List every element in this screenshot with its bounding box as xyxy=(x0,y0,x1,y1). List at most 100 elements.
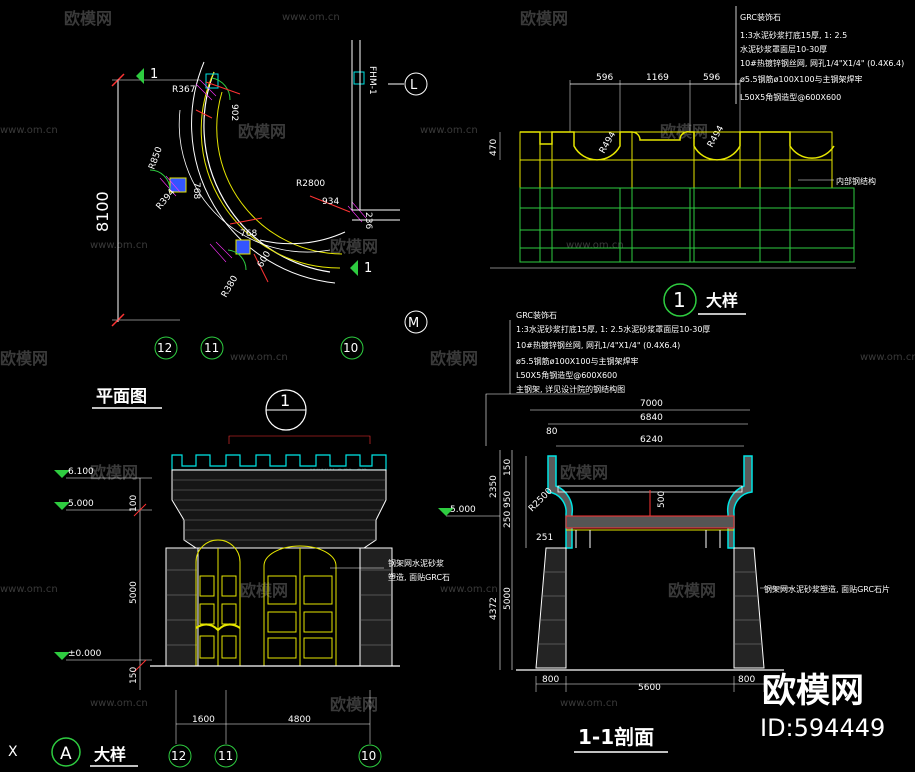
corner-watermark: 欧模网 ID:594449 xyxy=(760,671,885,742)
watermark-url: www.om.cn xyxy=(0,584,58,595)
pier-block xyxy=(235,239,251,255)
watermark-brand: 欧模网 xyxy=(238,122,286,141)
watermark-url: www.om.cn xyxy=(420,125,478,136)
section-note: ø5.5钢筋ø100X100与主钢架焊牢 xyxy=(516,356,639,366)
section-bottom-dim: 5600 xyxy=(638,683,661,693)
plan-dim-label: 768 xyxy=(240,229,257,239)
plan-dim-label: 236 xyxy=(363,212,373,229)
axis-bubble: 10 xyxy=(340,336,364,360)
section-left-dim: 2350 xyxy=(489,475,499,498)
axis-bubble-M: M xyxy=(404,310,428,334)
section-note: 1:3水泥砂浆打底15厚, 1: 2.5水泥砂浆罩面层10-30厚 xyxy=(516,324,710,334)
section-left-dim: 4372 xyxy=(489,597,499,620)
axis-bubble: 11 xyxy=(214,744,238,768)
watermark-brand: 欧模网 xyxy=(330,695,378,714)
plan-height-dim: 8100 xyxy=(93,191,112,232)
section-cut-marker: 1 xyxy=(350,260,372,276)
elevation-hdim: 1600 xyxy=(192,715,215,725)
detail-note: 10#热镀锌钢丝网, 网孔1/4"X1/4" (0.4X6.4) xyxy=(740,58,904,68)
section-dim-251: 251 xyxy=(536,533,553,543)
detail-top-dim: 596 xyxy=(596,73,613,83)
svg-text:12: 12 xyxy=(157,341,172,355)
level-marker: 5.000 xyxy=(54,499,152,511)
elevation-callout: 1 xyxy=(280,391,290,410)
watermark-brand: 欧模网 xyxy=(430,349,478,368)
section-note: 主钢架, 详见设计院的钢结构图 xyxy=(516,384,625,394)
svg-text:±0.000: ±0.000 xyxy=(68,649,102,659)
elevation-vdim: 100 xyxy=(129,495,139,512)
plan-dim-label: 768 xyxy=(191,182,201,199)
section-title: 1-1剖面 xyxy=(578,725,654,749)
svg-text:5.000: 5.000 xyxy=(450,505,476,515)
elevation-title: 大样 xyxy=(94,745,126,764)
plan-dim-label: 600 xyxy=(256,249,273,269)
corner-brand: 欧模网 xyxy=(762,671,864,711)
svg-text:10: 10 xyxy=(343,341,358,355)
section-top-dim: 6240 xyxy=(640,435,663,445)
watermark-brand: 欧模网 xyxy=(64,9,112,28)
section-left-dim: 150 xyxy=(503,459,513,476)
section-side-note: 钢架网水泥砂浆塑造, 面贴GRC石片 xyxy=(764,584,890,594)
level-marker: 6.100 xyxy=(54,467,152,479)
detail-note: ø5.5钢筋ø100X100与主钢架焊牢 xyxy=(740,74,863,84)
watermark-brand: 欧模网 xyxy=(90,463,138,482)
axis-bubble: 12 xyxy=(168,744,192,768)
axis-bubble: 12 xyxy=(154,336,178,360)
svg-text:6.100: 6.100 xyxy=(68,467,94,477)
section-left-dim: 250 xyxy=(503,511,513,528)
detail-1-view: GRC装饰石 1:3水泥砂浆打底15厚, 1: 2.5 水泥砂浆罩面层10-30… xyxy=(489,6,904,317)
svg-text:5.000: 5.000 xyxy=(68,499,94,509)
elevation-note: 塑造, 面贴GRC石 xyxy=(388,572,450,582)
plan-radius-label: R380 xyxy=(220,274,241,300)
elevation-view: 1 xyxy=(8,389,450,768)
elevation-vdim: 150 xyxy=(129,667,139,684)
elevation-hdim: 4800 xyxy=(288,715,311,725)
level-marker: ±0.000 xyxy=(54,649,152,661)
section-top-dim: 6840 xyxy=(640,413,663,423)
ucs-x-icon: X xyxy=(8,744,18,760)
axis-bubble: 11 xyxy=(200,336,224,360)
watermark-url: www.om.cn xyxy=(0,125,58,136)
section-note: L50X5角钢造型@600X600 xyxy=(516,370,617,380)
watermark-url: www.om.cn xyxy=(566,240,624,251)
watermark-url: www.om.cn xyxy=(282,12,340,23)
detail-top-dim: 1169 xyxy=(646,73,669,83)
detail-note: 水泥砂浆罩面层10-30厚 xyxy=(740,44,827,54)
section-top-dim: 7000 xyxy=(640,399,663,409)
watermark-brand: 欧模网 xyxy=(0,349,48,368)
section-note: GRC装饰石 xyxy=(516,310,557,320)
section-dim-500: 500 xyxy=(657,491,667,508)
watermark-url: www.om.cn xyxy=(230,352,288,363)
detail-inner-note: 内部钢结构 xyxy=(836,176,876,186)
detail-note: GRC装饰石 xyxy=(740,12,781,22)
watermark-brand: 欧模网 xyxy=(330,237,378,256)
plan-title: 平面图 xyxy=(96,387,147,407)
detail-radius: R494 xyxy=(706,124,727,150)
section-dim-80: 80 xyxy=(546,427,558,437)
svg-text:11: 11 xyxy=(204,341,219,355)
svg-text:10: 10 xyxy=(361,749,376,763)
svg-text:M: M xyxy=(408,316,419,331)
corner-id: ID:594449 xyxy=(760,714,885,742)
section-cut-marker: 1 xyxy=(136,67,158,84)
watermark-url: www.om.cn xyxy=(860,352,915,363)
watermark-url: www.om.cn xyxy=(560,698,618,709)
pier-block xyxy=(169,177,187,193)
detail-note: 1:3水泥砂浆打底15厚, 1: 2.5 xyxy=(740,30,847,40)
section-note: 10#热镀锌钢丝网, 网孔1/4"X1/4" (0.4X6.4) xyxy=(516,340,680,350)
plan-radius-label: R850 xyxy=(147,145,165,171)
watermark-url: www.om.cn xyxy=(90,698,148,709)
detail-number: 1 xyxy=(673,288,686,312)
pier-block xyxy=(205,73,219,89)
svg-text:1: 1 xyxy=(150,67,158,82)
detail-top-dim: 596 xyxy=(703,73,720,83)
pier-block xyxy=(353,71,365,85)
section-radius: R2500 xyxy=(527,486,555,514)
section-left-dim: 950 xyxy=(503,491,513,508)
detail-note: L50X5角钢造型@600X600 xyxy=(740,92,841,102)
axis-bubble: 10 xyxy=(358,744,382,768)
plan-dim-label: 934 xyxy=(322,197,339,207)
level-marker: 5.000 xyxy=(438,505,500,517)
section-bottom-dim: 800 xyxy=(738,675,755,685)
